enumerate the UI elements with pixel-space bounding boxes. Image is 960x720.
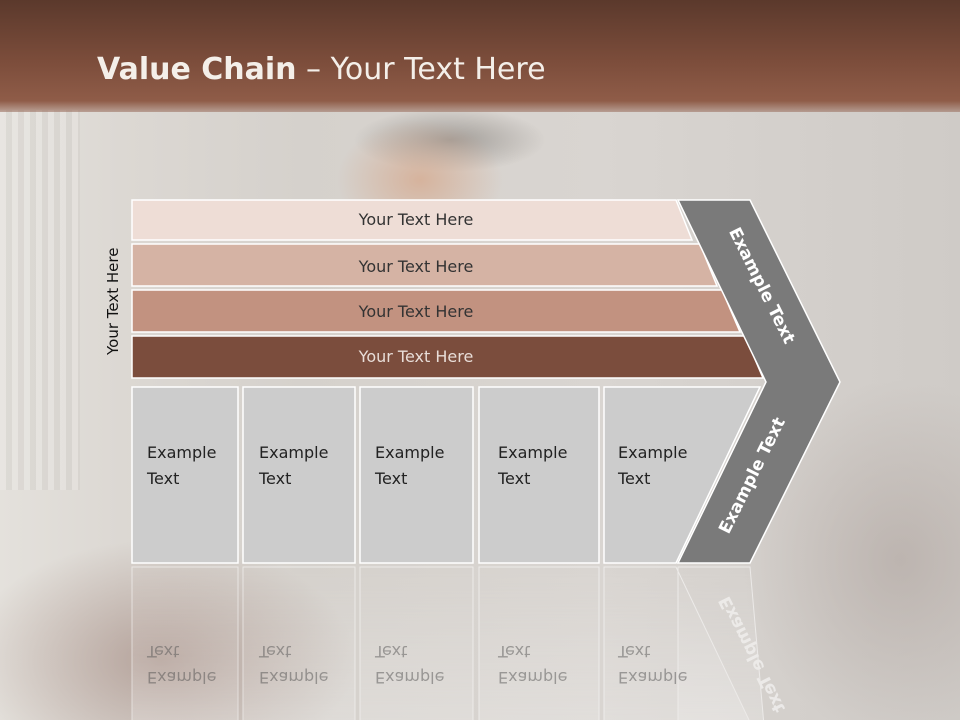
box-0[interactable]: Example Text: [131, 386, 239, 564]
box-2-line2: Text: [374, 469, 407, 488]
bar-3-label: Your Text Here: [358, 347, 474, 366]
box-0-line2: Text: [146, 469, 179, 488]
box-2[interactable]: Example Text: [359, 386, 474, 564]
reflection: Example Text Example Text Example Text E…: [131, 566, 790, 720]
bar-2[interactable]: Your Text Here: [131, 289, 742, 333]
bar-0[interactable]: Your Text Here: [131, 199, 694, 241]
box-4[interactable]: Example Text: [603, 386, 762, 564]
box-2-reflection-line1: Example: [375, 668, 444, 687]
box-3-line1: Example: [498, 443, 567, 462]
box-1-reflection-line2: Text: [258, 642, 291, 661]
box-4-shape: [603, 386, 762, 564]
chevron-shape: [676, 199, 841, 564]
bar-2-label: Your Text Here: [358, 302, 474, 321]
box-3[interactable]: Example Text: [478, 386, 600, 564]
chevron-reflection: [677, 566, 765, 720]
box-4-reflection-line2: Text: [617, 642, 650, 661]
box-2-line1: Example: [375, 443, 444, 462]
box-4-line2: Text: [617, 469, 650, 488]
bar-0-shape: [131, 199, 694, 241]
box-1-reflection: [242, 566, 356, 720]
box-4-line1: Example: [618, 443, 687, 462]
background-texture: [0, 110, 80, 490]
bar-3-shape: [131, 335, 765, 379]
slide-title: Value Chain – Your Text Here: [97, 52, 546, 87]
bar-0-label: Your Text Here: [358, 210, 474, 229]
slide-title-bold: Value Chain: [97, 52, 297, 87]
box-1-shape: [242, 386, 356, 564]
box-0-reflection-line2: Text: [146, 642, 179, 661]
box-3-shape: [478, 386, 600, 564]
box-1-line1: Example: [259, 443, 328, 462]
box-0-shape: [131, 386, 239, 564]
box-4-reflection-line1: Example: [618, 668, 687, 687]
box-3-reflection-line1: Example: [498, 668, 567, 687]
bar-1[interactable]: Your Text Here: [131, 243, 719, 287]
box-2-shape: [359, 386, 474, 564]
box-2-reflection-line2: Text: [374, 642, 407, 661]
box-0-reflection-line1: Example: [147, 668, 216, 687]
box-2-reflection: [359, 566, 474, 720]
box-0-reflection: [131, 566, 239, 720]
box-3-reflection: [478, 566, 600, 720]
box-1[interactable]: Example Text: [242, 386, 356, 564]
bar-2-shape: [131, 289, 742, 333]
bar-3[interactable]: Your Text Here: [131, 335, 765, 379]
box-3-line2: Text: [497, 469, 530, 488]
box-1-reflection-line1: Example: [259, 668, 328, 687]
bar-1-label: Your Text Here: [358, 257, 474, 276]
box-0-line1: Example: [147, 443, 216, 462]
bar-1-shape: [131, 243, 719, 287]
box-1-line2: Text: [258, 469, 291, 488]
title-bar: Value Chain – Your Text Here: [0, 0, 960, 112]
box-3-reflection-line2: Text: [497, 642, 530, 661]
slide-title-rest: – Your Text Here: [296, 52, 546, 87]
